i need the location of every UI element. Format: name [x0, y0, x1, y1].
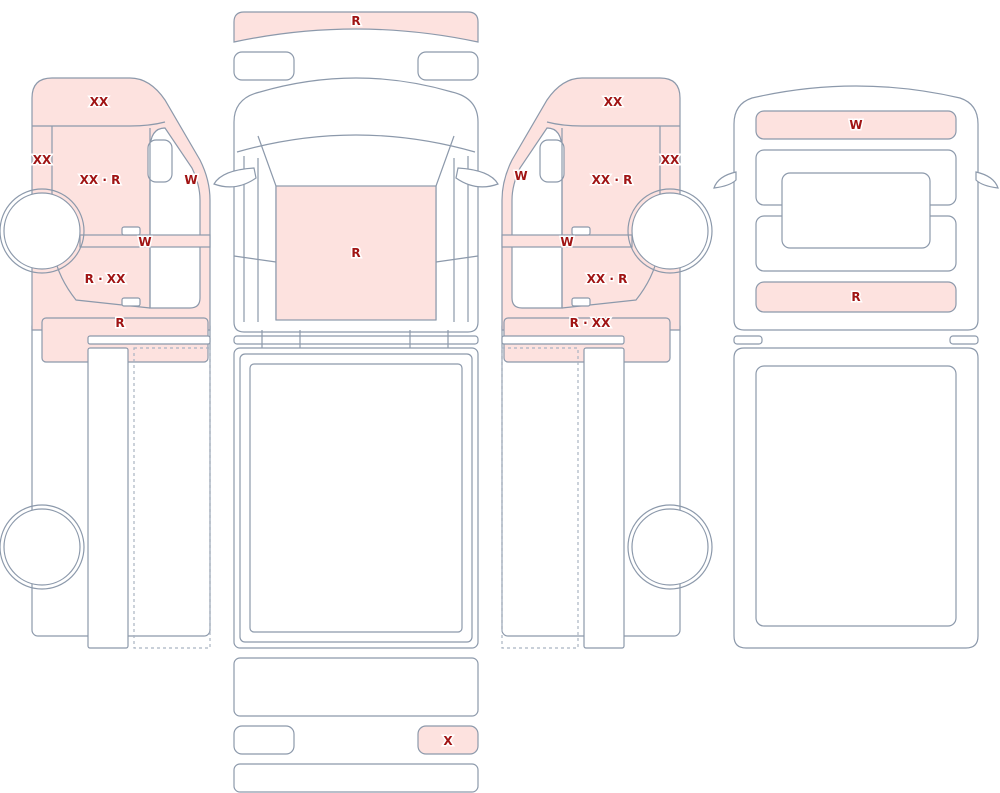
right-headlight [417, 51, 479, 81]
rear-door-inner [755, 365, 957, 627]
left-headlight [233, 51, 295, 81]
left-lower-handle[interactable] [121, 297, 141, 307]
right-lower-handle[interactable] [571, 297, 591, 307]
right-rear-wheel [631, 508, 709, 586]
right-mirror-top[interactable] [455, 167, 499, 188]
label-left-door-edge: XX [33, 153, 52, 167]
right-upper-handle[interactable] [571, 226, 591, 236]
tailgate-panel[interactable] [233, 657, 479, 717]
right-beltline-strip[interactable] [501, 234, 633, 248]
label-right-beltline: W [560, 235, 573, 249]
top-view: R R X [213, 11, 499, 793]
rear-right-strip [949, 335, 979, 345]
label-roof-front: R [351, 14, 360, 28]
rear-left-strip [733, 335, 763, 345]
right-side-view: XX XX XX · R W W XX · R R · XX [501, 77, 713, 649]
rear-right-mirror[interactable] [975, 171, 999, 189]
rear-left-light [233, 725, 295, 755]
rear-left-mirror[interactable] [713, 171, 737, 189]
left-rocker [87, 335, 211, 345]
rear-bumper-panel[interactable] [755, 281, 957, 313]
left-mirror-top[interactable] [213, 167, 257, 188]
label-right-door-lower: XX · R [587, 272, 628, 286]
hood-panel[interactable] [275, 185, 437, 321]
left-front-wheel [3, 192, 81, 270]
rear-lower-body [733, 347, 979, 649]
right-rear-wheel-arch [627, 504, 713, 590]
left-side-view: XX XX XX · R W W R · XX R [0, 77, 211, 649]
cowl-ticks [261, 330, 449, 348]
label-left-beltline: W [138, 235, 151, 249]
left-front-wheel-arch [0, 188, 85, 274]
rear-view: W R [713, 85, 999, 649]
label-rear-window: W [849, 118, 862, 132]
right-front-wheel-arch [627, 188, 713, 274]
label-right-door-top: XX [604, 95, 623, 109]
label-rear-bumper: R [851, 290, 860, 304]
label-right-door-edge: XX [661, 153, 680, 167]
rear-bumper-top[interactable] [233, 763, 479, 793]
label-right-window: W [514, 169, 527, 183]
roof-front-panel[interactable] [233, 11, 479, 43]
left-upper-handle[interactable] [121, 226, 141, 236]
right-front-wheel [631, 192, 709, 270]
right-crease [435, 255, 479, 263]
left-mirror[interactable] [147, 139, 173, 183]
rear-plate-area [781, 172, 931, 249]
label-left-window: W [184, 173, 197, 187]
left-rear-wheel [3, 508, 81, 586]
left-door-top-seam [32, 121, 166, 127]
right-rocker [501, 335, 625, 345]
cargo-bed-rim [239, 353, 473, 643]
cargo-bed-outer [233, 347, 479, 649]
label-left-door-upper: XX · R [80, 173, 121, 187]
right-mirror[interactable] [539, 139, 565, 183]
label-left-door-lower: R · XX [85, 272, 126, 286]
left-running-board [87, 347, 129, 649]
left-crease [233, 255, 277, 263]
windshield-line [236, 134, 476, 153]
rear-window-panel[interactable] [755, 110, 957, 140]
cargo-bed-inner [249, 363, 463, 633]
label-tailgate-handle: X [443, 734, 453, 748]
right-running-board [583, 347, 625, 649]
left-beltline-strip[interactable] [79, 234, 211, 248]
label-right-sill: R · XX [570, 316, 611, 330]
label-left-sill: R [115, 316, 124, 330]
label-left-door-top: XX [90, 95, 109, 109]
right-door-top-seam [546, 121, 680, 127]
cowl-strip [233, 335, 479, 345]
label-right-door-upper: XX · R [592, 173, 633, 187]
left-rear-wheel-arch [0, 504, 85, 590]
right-rear-panel-outline [501, 347, 579, 649]
left-rear-panel-outline [133, 347, 211, 649]
tailgate-handle[interactable] [417, 725, 479, 755]
label-hood: R [351, 246, 360, 260]
